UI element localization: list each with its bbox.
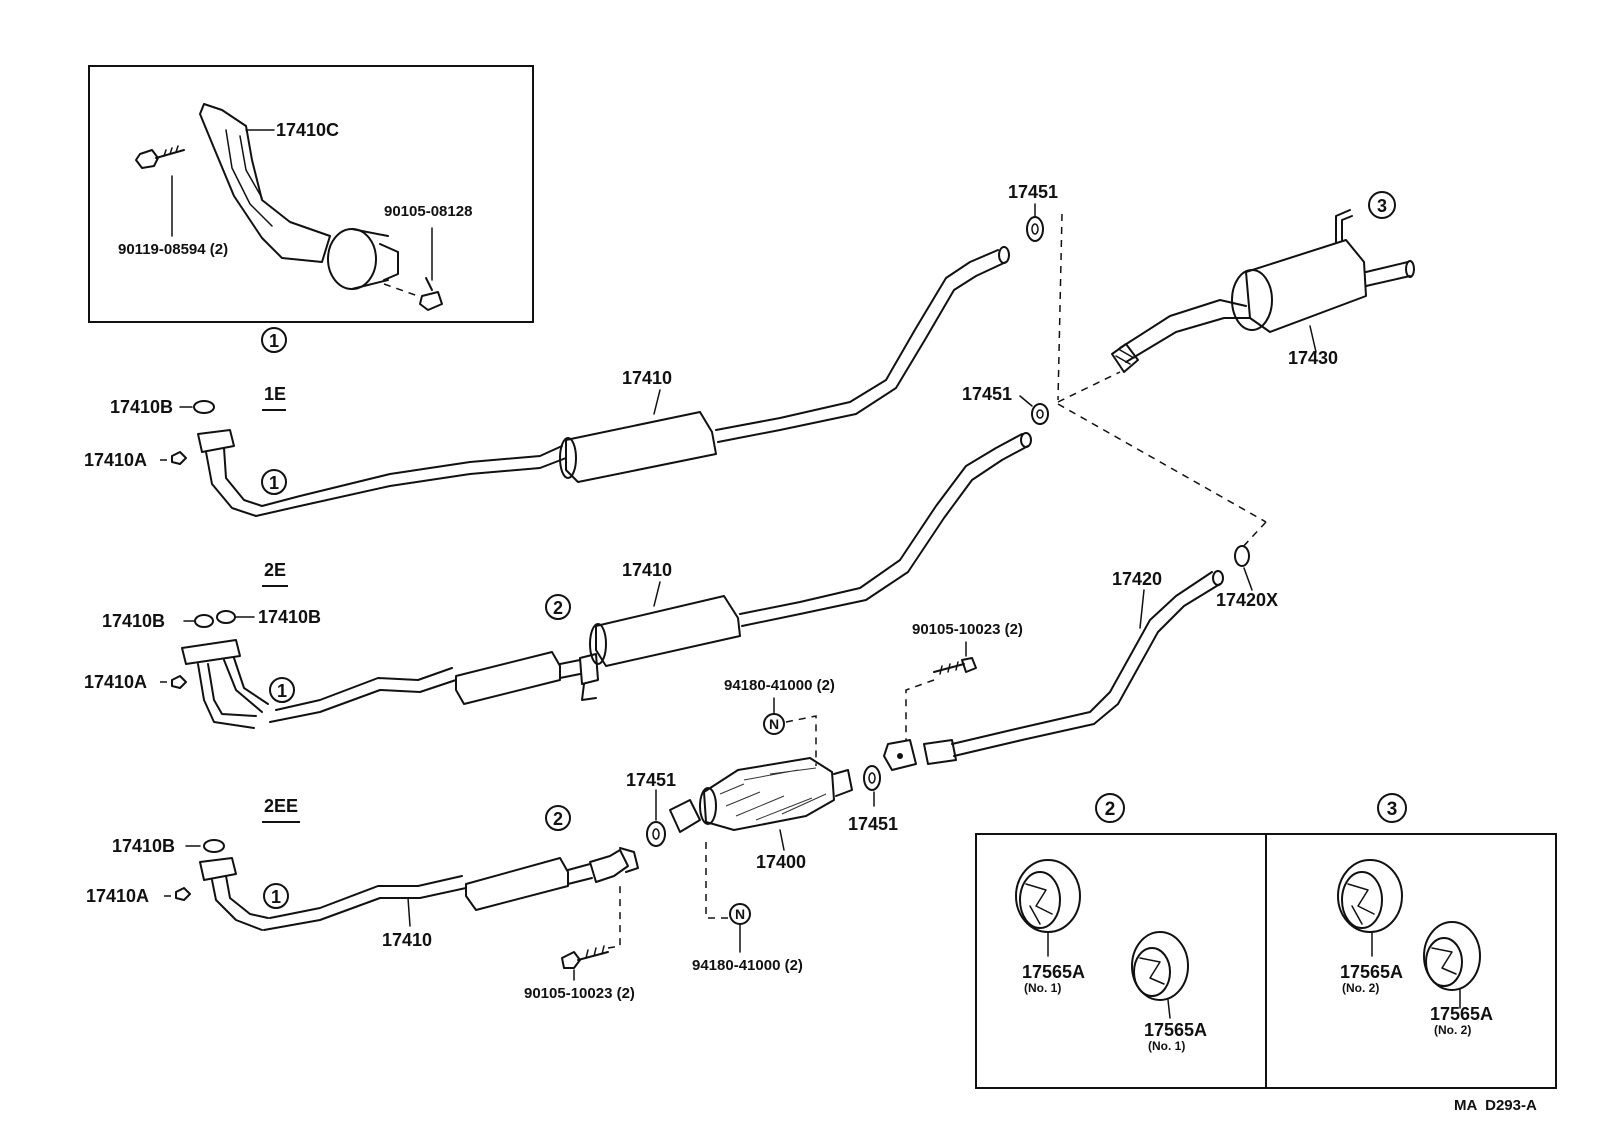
svg-text:17400: 17400 [756, 852, 806, 872]
svg-text:90105-10023 (2): 90105-10023 (2) [524, 985, 635, 1002]
engine-label-1e: 1E [264, 384, 286, 404]
label-17410c: 17410C [276, 120, 339, 140]
svg-text:17410B: 17410B [102, 611, 165, 631]
gasket-17410b-1e [193, 400, 215, 414]
svg-text:2: 2 [1105, 799, 1116, 820]
svg-text:17565A: 17565A [1430, 1004, 1493, 1024]
callout-2-2ee: 2 [545, 805, 571, 831]
gasket-17451-top: 17451 [1008, 182, 1058, 242]
hanger-detail-boxes: 2 3 [975, 793, 1557, 1089]
callout-2-2e: 2 [545, 594, 571, 620]
callout-1-2e: 1 [269, 677, 295, 703]
svg-text:3: 3 [1387, 799, 1398, 820]
svg-text:17451: 17451 [1008, 182, 1058, 202]
svg-text:(No. 1): (No. 1) [1148, 1039, 1185, 1053]
hanger-17565a-no2-large [1337, 859, 1403, 957]
svg-text:(No. 2): (No. 2) [1342, 981, 1379, 995]
callout-3-tail: 3 [1368, 191, 1396, 219]
muffler-17410-2e [595, 595, 741, 667]
row-2ee: 2EE 17410B 17410A 90105-10023 (2) 17410 [86, 796, 639, 1002]
callout-1-2ee: 1 [263, 883, 289, 909]
svg-text:17410B: 17410B [258, 607, 321, 627]
svg-text:17410A: 17410A [86, 886, 149, 906]
gasket-17451-conv-right [863, 765, 881, 791]
bolt-90119-08594 [135, 145, 185, 169]
svg-text:17565A: 17565A [1144, 1020, 1207, 1040]
callout-1-inset: 1 [261, 327, 287, 353]
detail-1-inset: 17410C 90119-08594 (2) 90105-08128 [88, 65, 534, 323]
row-1e: 1E 17410B 17410A 17410 1 [84, 246, 1010, 517]
hanger-17565a-no1-large [1015, 859, 1081, 957]
svg-text:2: 2 [553, 598, 563, 618]
callout-1-1e: 1 [261, 469, 287, 495]
svg-text:17420: 17420 [1112, 569, 1162, 589]
svg-text:17565A: 17565A [1022, 962, 1085, 982]
bolt-90105-08128 [383, 277, 443, 311]
muffler-17410-1e [565, 411, 717, 483]
svg-text:(No. 1): (No. 1) [1024, 981, 1061, 995]
gasket-17420x [1234, 545, 1250, 567]
svg-text:94180-41000 (2): 94180-41000 (2) [724, 677, 835, 694]
svg-text:17410A: 17410A [84, 672, 147, 692]
pipe-17410-1e [255, 445, 567, 517]
label-17410-1e: 17410 [622, 368, 672, 388]
svg-text:1: 1 [277, 681, 287, 701]
gasket-17410b-2ee [203, 839, 225, 853]
nut-94180-upper: N 94180-41000 (2) [724, 677, 835, 766]
svg-text:17565A: 17565A [1340, 962, 1403, 982]
figure-code: MA D293-A [1454, 1097, 1537, 1114]
label-17410b-1e: 17410B [110, 397, 173, 417]
tail-muffler-17430: 17430 3 [1111, 191, 1415, 373]
nut-94180-lower: N 94180-41000 (2) [692, 838, 803, 974]
gasket-17451-mid: 17451 [962, 384, 1049, 425]
svg-text:17451: 17451 [626, 770, 676, 790]
bolt-90105-10023-upper [905, 641, 977, 740]
bracket-17410c [199, 103, 331, 263]
svg-text:N: N [769, 716, 779, 732]
engine-label-2e: 2E [264, 560, 286, 580]
svg-text:90105-10023 (2): 90105-10023 (2) [912, 621, 1023, 638]
svg-text:94180-41000 (2): 94180-41000 (2) [692, 957, 803, 974]
gasket-17410b-2e-b [216, 610, 236, 624]
catalytic-converter-17400: 17451 17451 17400 N 94180-41000 (2) N 94… [626, 677, 898, 974]
svg-text:17410: 17410 [622, 560, 672, 580]
row-2e: 2E 17410B 17410B 17410A 17410 2 [84, 432, 1032, 729]
svg-text:17410: 17410 [382, 930, 432, 950]
svg-text:17451: 17451 [962, 384, 1012, 404]
callout-2-box: 2 [1095, 793, 1125, 823]
nut-17410a-1e [171, 451, 187, 465]
nut-17410a-2e [171, 675, 187, 689]
svg-text:17420X: 17420X [1216, 590, 1278, 610]
label-90105-08128: 90105-08128 [384, 203, 472, 220]
svg-text:1: 1 [271, 887, 281, 907]
svg-text:1: 1 [269, 473, 279, 493]
pipe-17420: 17420 17420X 90105-10023 (2) [883, 545, 1278, 771]
hanger-17565a-no2-small [1423, 921, 1481, 1009]
svg-text:17410B: 17410B [112, 836, 175, 856]
svg-text:17430: 17430 [1288, 348, 1338, 368]
callout-3-box: 3 [1377, 793, 1407, 823]
svg-text:(No. 2): (No. 2) [1434, 1023, 1471, 1037]
label-17410a-1e: 17410A [84, 450, 147, 470]
engine-label-2ee: 2EE [264, 796, 298, 816]
nut-17410a-2ee [175, 887, 191, 901]
bolt-90105-10023-lower [561, 882, 621, 981]
svg-text:17451: 17451 [848, 814, 898, 834]
svg-text:N: N [735, 906, 745, 922]
hanger-17565a-no1-small [1131, 931, 1189, 1019]
pipe-17410-2ee [263, 875, 467, 931]
svg-text:1: 1 [269, 331, 279, 351]
gasket-17410b-2e-a [194, 614, 214, 628]
gasket-17451-conv-left [646, 821, 666, 847]
svg-text:2: 2 [553, 809, 563, 829]
pipe-17410-2e [269, 667, 457, 723]
clamp-band [327, 228, 377, 290]
svg-text:3: 3 [1377, 196, 1387, 216]
label-90119-08594: 90119-08594 (2) [118, 241, 228, 258]
